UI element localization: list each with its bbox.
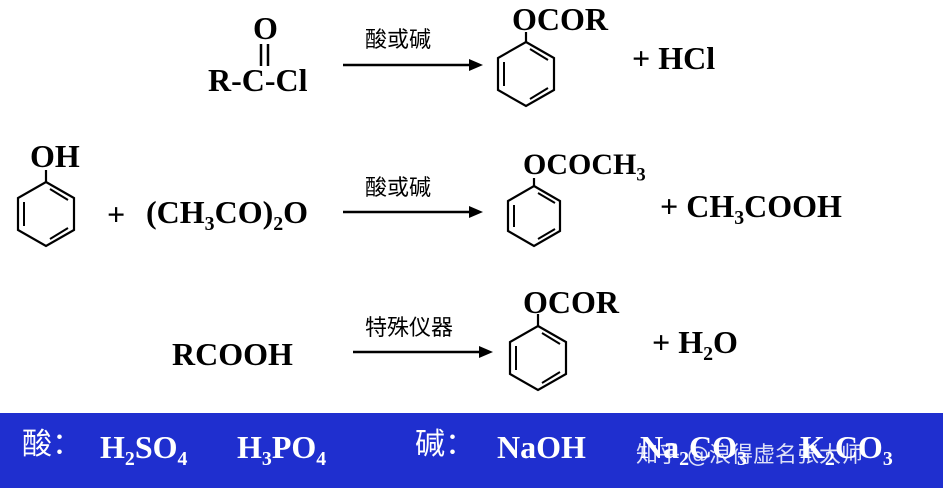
acid-phosphoric: H3PO4	[237, 429, 327, 470]
benzene-ring-3	[508, 314, 568, 392]
byproduct-2: + CH3COOH	[660, 188, 842, 229]
ester-group-2: OCOCH3	[523, 148, 646, 186]
acetic-anhydride: (CH3CO)2O	[146, 194, 309, 235]
reaction-condition-2: 酸或碱	[365, 176, 432, 201]
carboxylic-acid: RCOOH	[172, 336, 293, 372]
base-sodium-carbonate: Na2CO3	[640, 429, 747, 470]
carbonyl-double-bond	[259, 44, 270, 66]
catalyst-band: 酸： H2SO4 H3PO4 碱： NaOH Na2CO3 K2CO3 知乎 @…	[0, 413, 943, 488]
ester-group-1: OCOR	[512, 1, 608, 37]
acid-label: 酸：	[22, 427, 82, 462]
reaction-condition-1: 酸或碱	[365, 28, 432, 53]
base-naoh: NaOH	[497, 429, 586, 465]
byproduct-3: + H2O	[652, 324, 738, 365]
acid-sulfuric: H2SO4	[100, 429, 188, 470]
base-potassium-carbonate: K2CO3	[800, 429, 893, 470]
benzene-ring-1	[496, 32, 556, 108]
ester-group-3: OCOR	[523, 284, 619, 320]
acyl-chloride: R-C-Cl	[208, 62, 308, 98]
reaction-condition-3: 特殊仪器	[365, 316, 454, 341]
zhihu-watermark: 知乎 @浪得虚名张大师	[636, 443, 863, 468]
phenol-oh: OH	[30, 138, 80, 174]
plus-sign-2: +	[107, 196, 126, 232]
byproduct-1: + HCl	[632, 40, 716, 76]
carbonyl-oxygen: O	[253, 10, 278, 46]
reaction-arrow-2	[343, 206, 483, 218]
phenol-benzene-ring	[16, 170, 76, 248]
reaction-arrow-3	[353, 346, 493, 358]
base-label: 碱：	[415, 427, 475, 462]
reaction-arrow-1	[343, 59, 483, 71]
benzene-ring-2	[506, 178, 562, 248]
